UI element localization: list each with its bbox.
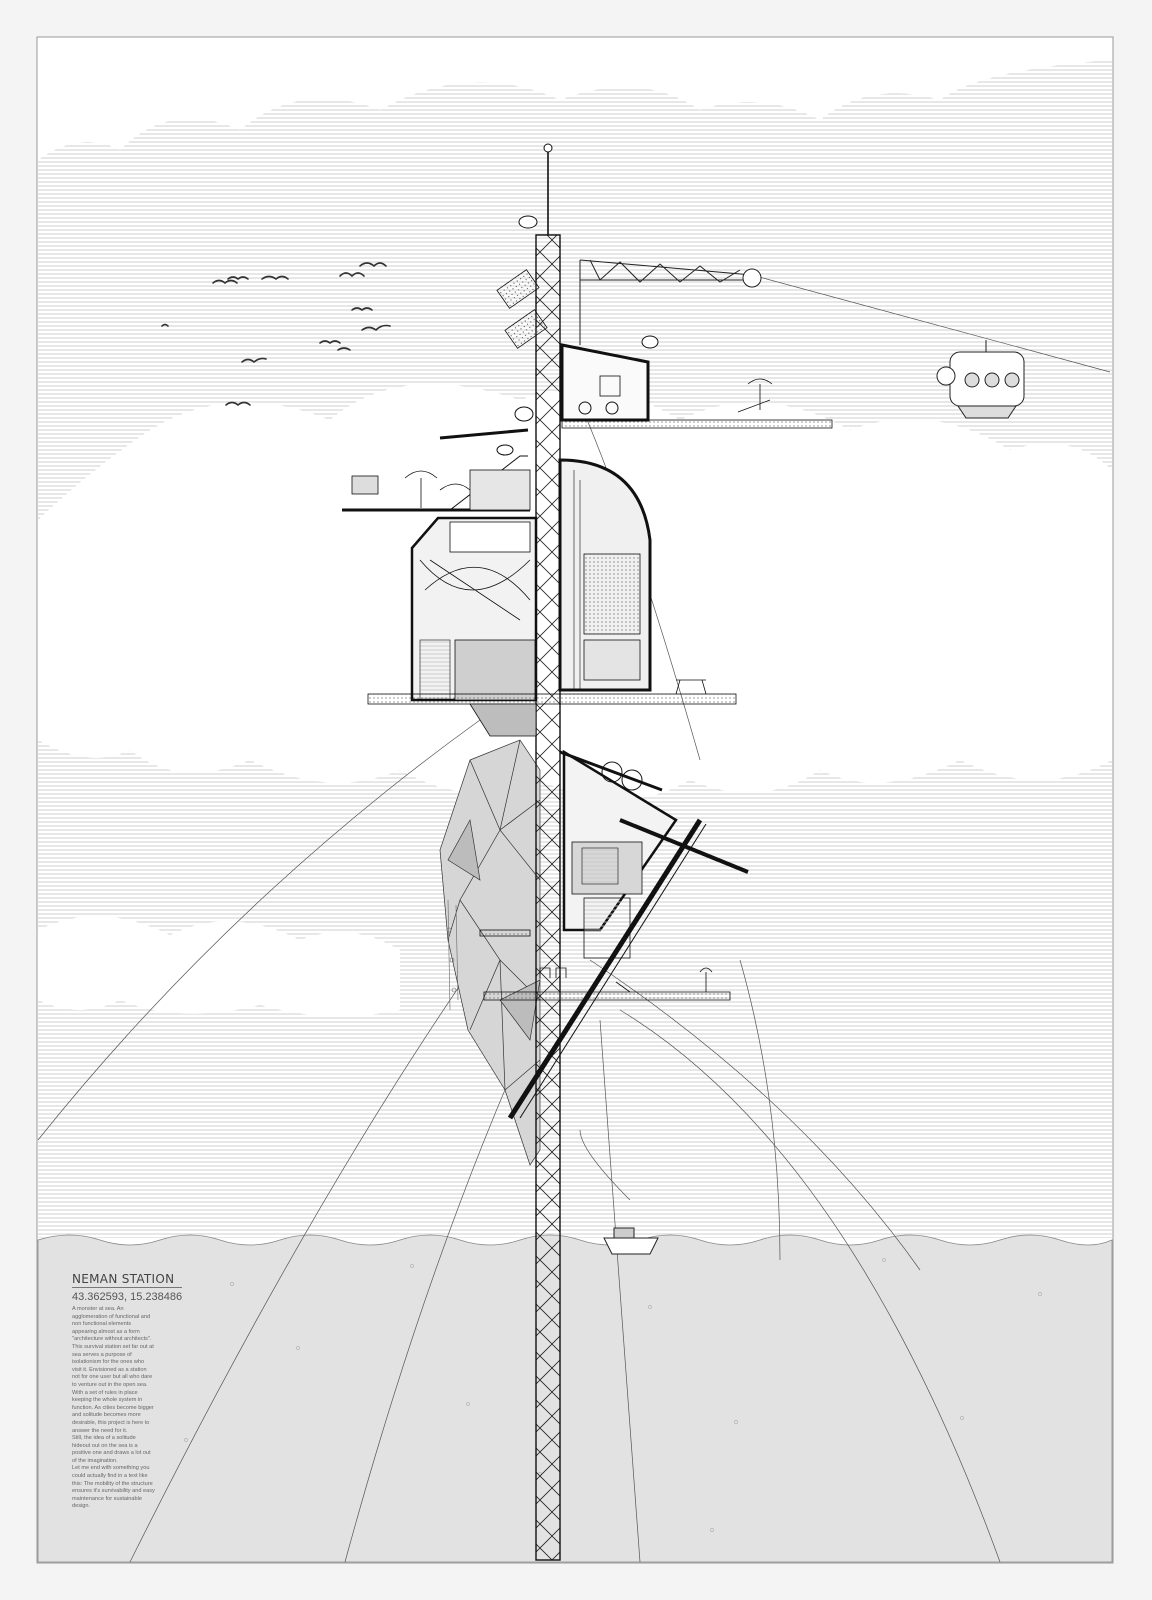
satellite-dishes — [496, 215, 659, 456]
solar-panels — [496, 269, 548, 349]
mast — [535, 143, 561, 1561]
lower-right-module — [559, 749, 749, 959]
caption-block: NEMAN STATION 43.362593, 15.238486 A mon… — [72, 1272, 200, 1511]
upper-right-module — [560, 343, 833, 429]
crane — [579, 259, 762, 345]
lower-deck — [479, 818, 731, 1120]
boat — [603, 1227, 659, 1255]
cable-car — [936, 340, 1025, 419]
sea — [37, 1234, 1113, 1563]
description-text: A monster at sea. An agglomeration of fu… — [72, 1306, 155, 1510]
coordinates: 43.362593, 15.238486 — [72, 1291, 183, 1303]
rock-mass — [439, 739, 541, 1166]
project-title: NEMAN STATION — [72, 1272, 182, 1288]
rope-ladder — [446, 899, 459, 1011]
left-building — [410, 516, 538, 702]
upper-left-terrace — [342, 428, 531, 512]
right-arched-module — [558, 458, 652, 692]
middle-deck — [367, 679, 737, 737]
birds — [161, 262, 391, 407]
